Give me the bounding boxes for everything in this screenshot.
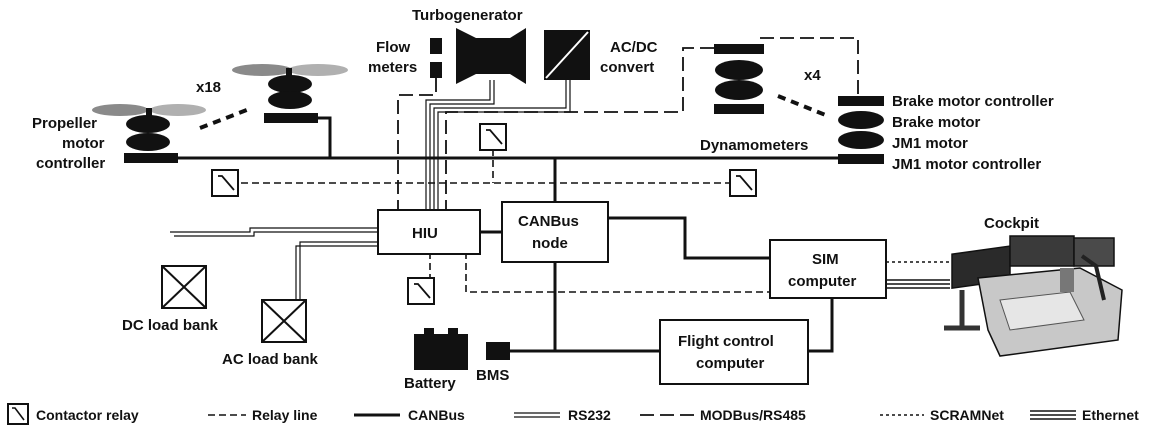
propeller-label-1: Propeller bbox=[32, 115, 97, 132]
legend-ethernet: Ethernet bbox=[1082, 407, 1139, 423]
legend-ethernet-swatch bbox=[1030, 410, 1076, 420]
canbus-node-label-2: node bbox=[532, 235, 568, 252]
propeller-label-2: motor bbox=[62, 135, 105, 152]
canbus-node-box bbox=[501, 201, 609, 263]
cockpit-illustration bbox=[944, 235, 1123, 357]
acdc-label: AC/DC bbox=[610, 39, 658, 56]
bms-icon bbox=[486, 342, 510, 360]
x4-label: x4 bbox=[804, 67, 821, 84]
canbus-node-flight bbox=[553, 262, 660, 353]
hiu-label: HIU bbox=[412, 225, 438, 242]
rs232-lines bbox=[170, 80, 571, 300]
bms-label: BMS bbox=[476, 367, 509, 384]
dynamometer-dots bbox=[777, 94, 829, 118]
cockpit-label: Cockpit bbox=[984, 215, 1039, 232]
propeller-motor-right bbox=[232, 64, 348, 123]
ethernet-lines bbox=[886, 279, 950, 289]
brake-motor-controller-label: Brake motor controller bbox=[892, 93, 1054, 110]
dc-load-bank-label: DC load bank bbox=[122, 317, 219, 334]
legend-modbus: MODBus/RS485 bbox=[700, 407, 806, 423]
flow-meters-label-2: meters bbox=[368, 59, 417, 76]
acdc-label-2: convert bbox=[600, 59, 654, 76]
connection-lines bbox=[170, 37, 960, 353]
flow-meters-label: Flow bbox=[376, 39, 410, 56]
sim-label-2: computer bbox=[788, 273, 857, 290]
contactor-relay-icon bbox=[211, 169, 239, 197]
ac-load-bank-label: AC load bank bbox=[222, 351, 319, 368]
legend: Contactor relay Relay line CANBus RS232 … bbox=[7, 403, 1139, 425]
legend-contactor-relay: Contactor relay bbox=[36, 407, 139, 423]
canbus-propeller-drop bbox=[298, 116, 332, 158]
legend-canbus: CANBus bbox=[408, 407, 465, 423]
dynamometers-label: Dynamometers bbox=[700, 137, 808, 154]
legend-rs232-swatch bbox=[514, 412, 560, 418]
contactor-relay-icon bbox=[479, 123, 507, 151]
brake-motor-label: Brake motor bbox=[892, 114, 981, 131]
battery-label: Battery bbox=[404, 375, 456, 392]
hiu-box bbox=[377, 209, 481, 255]
legend-scramnet: SCRAMNet bbox=[930, 407, 1004, 423]
flight-control-box bbox=[659, 319, 809, 385]
dc-load-bank-icon bbox=[161, 265, 207, 309]
propeller-dots-left bbox=[199, 106, 253, 130]
flight-label-2: computer bbox=[696, 355, 765, 372]
sim-computer-box bbox=[769, 239, 887, 299]
propeller-motor-left bbox=[92, 104, 206, 163]
contactor-relay-icon bbox=[407, 277, 435, 305]
jm1-motor-stack-icon bbox=[838, 96, 884, 164]
diagram-labels: Turbogenerator Flow meters AC/DC convert… bbox=[32, 7, 1054, 392]
legend-contactor-relay-icon bbox=[7, 403, 29, 425]
sim-label-1: SIM bbox=[812, 251, 839, 268]
flight-label-1: Flight control bbox=[678, 333, 774, 350]
jm1-motor-label: JM1 motor bbox=[892, 135, 968, 152]
dynamometer-icon bbox=[714, 44, 764, 114]
ac-load-bank-icon bbox=[261, 299, 307, 343]
propeller-label-3: controller bbox=[36, 155, 105, 172]
relay-lines bbox=[230, 138, 770, 293]
contactor-relay-icon bbox=[729, 169, 757, 197]
canbus-node-sim bbox=[608, 216, 770, 260]
jm1-motor-controller-label: JM1 motor controller bbox=[892, 156, 1041, 173]
canbus-node-label-1: CANBus bbox=[518, 213, 579, 230]
turbogenerator-icon bbox=[456, 28, 526, 84]
legend-relay-line: Relay line bbox=[252, 407, 318, 423]
legend-rs232: RS232 bbox=[568, 407, 611, 423]
x18-label: x18 bbox=[196, 79, 221, 96]
acdc-converter-icon bbox=[544, 30, 590, 80]
canbus-sim-flight bbox=[808, 298, 834, 353]
battery-icon bbox=[414, 328, 468, 370]
flow-meters-icon bbox=[430, 38, 442, 78]
turbogenerator-label: Turbogenerator bbox=[412, 7, 523, 24]
